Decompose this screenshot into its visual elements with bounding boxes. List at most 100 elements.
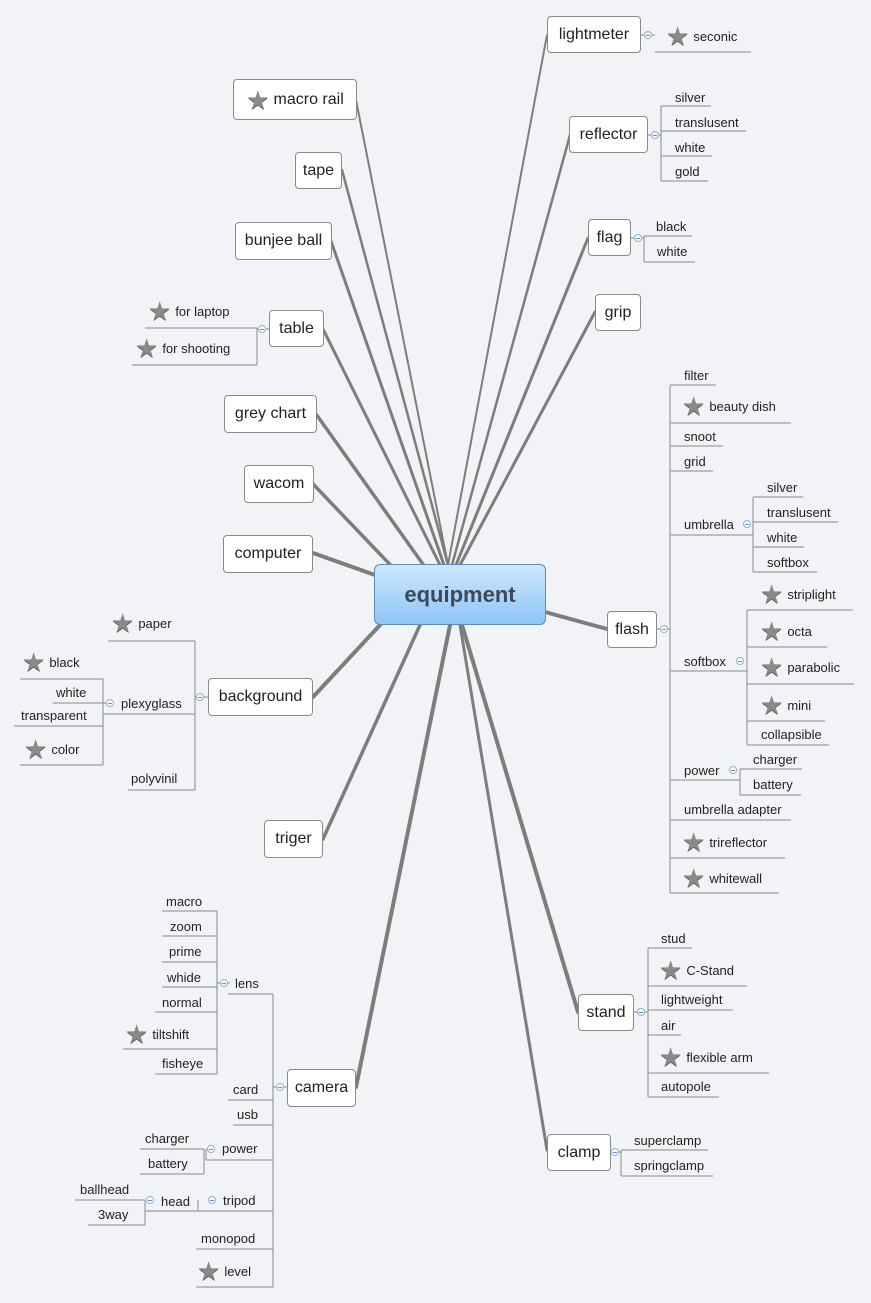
topic-flash[interactable]: flash <box>607 611 657 648</box>
subtopic-grid[interactable]: grid <box>684 453 706 470</box>
subtopic-prime[interactable]: prime <box>169 943 202 960</box>
subtopic-white[interactable]: white <box>56 684 86 701</box>
subtopic-whide[interactable]: whide <box>167 969 201 986</box>
subtopic-c-stand[interactable]: ★C-Stand <box>659 954 734 986</box>
subtopic-color[interactable]: ★color <box>24 733 80 765</box>
subtopic-collapsible[interactable]: collapsible <box>761 726 822 743</box>
subtopic-white[interactable]: white <box>657 243 687 260</box>
subtopic-plexyglass[interactable]: plexyglass <box>121 695 182 712</box>
subtopic-tripod[interactable]: tripod <box>223 1192 256 1209</box>
collapse-icon[interactable] <box>196 693 204 701</box>
collapse-icon[interactable] <box>729 766 737 774</box>
subtopic-fisheye[interactable]: fisheye <box>162 1055 203 1072</box>
subtopic-zoom[interactable]: zoom <box>170 918 202 935</box>
collapse-icon[interactable] <box>637 1008 645 1016</box>
subtopic-power[interactable]: power <box>222 1140 257 1157</box>
subtopic-gold[interactable]: gold <box>675 163 700 180</box>
subtopic-for-laptop[interactable]: ★for laptop <box>148 295 230 327</box>
subtopic-springclamp[interactable]: springclamp <box>634 1157 704 1174</box>
topic-camera[interactable]: camera <box>287 1069 356 1107</box>
collapse-icon[interactable] <box>651 131 659 139</box>
subtopic-air[interactable]: air <box>661 1017 675 1034</box>
subtopic-level[interactable]: ★level <box>197 1255 251 1287</box>
subtopic-parabolic[interactable]: ★parabolic <box>760 651 840 683</box>
subtopic-softbox[interactable]: softbox <box>767 554 809 571</box>
topic-triger[interactable]: triger <box>264 820 323 858</box>
topic-reflector[interactable]: reflector <box>569 116 648 153</box>
topic-flag[interactable]: flag <box>588 219 631 256</box>
subtopic-translusent[interactable]: translusent <box>767 504 831 521</box>
subtopic-charger[interactable]: charger <box>145 1130 189 1147</box>
topic-stand[interactable]: stand <box>578 994 634 1031</box>
subtopic-silver[interactable]: silver <box>675 89 705 106</box>
subtopic-whitewall[interactable]: ★whitewall <box>682 862 762 894</box>
subtopic-paper[interactable]: ★paper <box>111 607 172 639</box>
subtopic-white[interactable]: white <box>675 139 705 156</box>
topic-clamp[interactable]: clamp <box>547 1134 611 1171</box>
subtopic-mini[interactable]: ★mini <box>760 689 811 721</box>
subtopic-striplight[interactable]: ★striplight <box>760 578 836 610</box>
topic-wacom[interactable]: wacom <box>244 465 314 503</box>
subtopic-usb[interactable]: usb <box>237 1106 258 1123</box>
subtopic-autopole[interactable]: autopole <box>661 1078 711 1095</box>
subtopic-lightweight[interactable]: lightweight <box>661 991 722 1008</box>
topic-bunjee-ball[interactable]: bunjee ball <box>235 222 332 260</box>
subtopic-seconic[interactable]: ★seconic <box>666 20 737 52</box>
subtopic-3way[interactable]: 3way <box>98 1206 128 1223</box>
collapse-icon[interactable] <box>660 625 668 633</box>
subtopic-card[interactable]: card <box>233 1081 258 1098</box>
subtopic-superclamp[interactable]: superclamp <box>634 1132 701 1149</box>
topic-macro-rail[interactable]: ★macro rail <box>233 79 357 120</box>
subtopic-polyvinil[interactable]: polyvinil <box>131 770 177 787</box>
subtopic-monopod[interactable]: monopod <box>201 1230 255 1247</box>
subtopic-filter[interactable]: filter <box>684 367 709 384</box>
subtopic-translusent[interactable]: translusent <box>675 114 739 131</box>
topic-grip[interactable]: grip <box>595 294 641 331</box>
collapse-icon[interactable] <box>207 1145 215 1153</box>
topic-background[interactable]: background <box>208 678 313 716</box>
subtopic-flexible-arm[interactable]: ★flexible arm <box>659 1041 753 1073</box>
topic-tape[interactable]: tape <box>295 152 342 189</box>
subtopic-head[interactable]: head <box>161 1193 190 1210</box>
subtopic-label: level <box>224 1263 252 1279</box>
subtopic-umbrella-adapter[interactable]: umbrella adapter <box>684 801 782 818</box>
collapse-icon[interactable] <box>146 1196 154 1204</box>
subtopic-black[interactable]: ★black <box>22 646 80 678</box>
subtopic-silver[interactable]: silver <box>767 479 797 496</box>
collapse-icon[interactable] <box>736 657 744 665</box>
subtopic-normal[interactable]: normal <box>162 994 202 1011</box>
subtopic-octa[interactable]: ★octa <box>760 615 812 647</box>
central-topic[interactable]: equipment <box>374 564 546 625</box>
collapse-icon[interactable] <box>743 520 751 528</box>
subtopic-beauty-dish[interactable]: ★beauty dish <box>682 390 776 422</box>
subtopic-battery[interactable]: battery <box>753 776 793 793</box>
subtopic-macro[interactable]: macro <box>166 893 202 910</box>
topic-computer[interactable]: computer <box>223 535 313 573</box>
subtopic-stud[interactable]: stud <box>661 930 686 947</box>
subtopic-charger[interactable]: charger <box>753 751 797 768</box>
subtopic-white[interactable]: white <box>767 529 797 546</box>
subtopic-battery[interactable]: battery <box>148 1155 188 1172</box>
collapse-icon[interactable] <box>220 979 228 987</box>
collapse-icon[interactable] <box>106 699 114 707</box>
subtopic-snoot[interactable]: snoot <box>684 428 716 445</box>
collapse-icon[interactable] <box>208 1196 216 1204</box>
collapse-icon[interactable] <box>644 31 652 39</box>
topic-lightmeter[interactable]: lightmeter <box>547 16 641 53</box>
subtopic-tiltshift[interactable]: ★tiltshift <box>125 1018 189 1050</box>
subtopic-umbrella[interactable]: umbrella <box>684 516 734 533</box>
collapse-icon[interactable] <box>276 1083 284 1091</box>
collapse-icon[interactable] <box>611 1148 619 1156</box>
subtopic-softbox[interactable]: softbox <box>684 653 726 670</box>
subtopic-lens[interactable]: lens <box>235 975 259 992</box>
subtopic-transparent[interactable]: transparent <box>21 707 87 724</box>
topic-grey-chart[interactable]: grey chart <box>224 395 317 433</box>
collapse-icon[interactable] <box>634 234 642 242</box>
subtopic-for-shooting[interactable]: ★for shooting <box>135 332 230 364</box>
subtopic-trireflector[interactable]: ★trireflector <box>682 826 767 858</box>
subtopic-black[interactable]: black <box>656 218 686 235</box>
topic-table[interactable]: table <box>269 310 324 347</box>
subtopic-power[interactable]: power <box>684 762 719 779</box>
subtopic-ballhead[interactable]: ballhead <box>80 1181 129 1198</box>
collapse-icon[interactable] <box>258 325 266 333</box>
